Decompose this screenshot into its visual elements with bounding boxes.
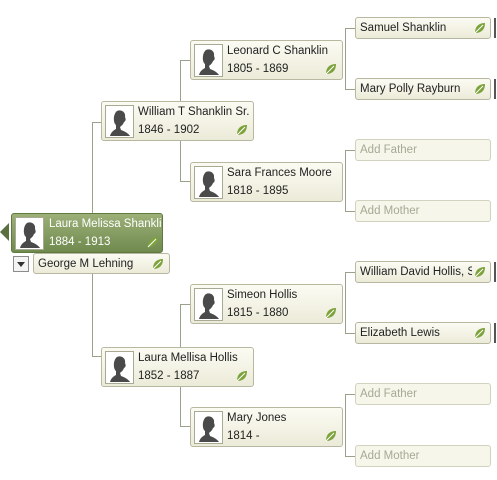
person-dates: 1805 - 1869 — [227, 63, 289, 75]
connector — [180, 181, 191, 182]
connector — [345, 394, 346, 457]
leaf-hint-icon[interactable] — [474, 83, 486, 95]
maternal-grandfather-card[interactable]: Simeon Hollis 1815 - 1880 — [190, 284, 343, 324]
person-dates: 1815 - 1880 — [227, 307, 289, 319]
connector — [345, 272, 355, 273]
silhouette-photo — [194, 411, 223, 444]
connector — [180, 426, 191, 427]
person-name: William David Hollis, Sr. — [360, 266, 472, 278]
person-dates: 1818 - 1895 — [227, 185, 289, 197]
silhouette-photo — [194, 288, 223, 321]
connector — [345, 272, 346, 334]
great-grandparent-card[interactable]: William David Hollis, Sr. — [355, 261, 491, 283]
spouse-name: George M Lehning — [38, 258, 134, 270]
leaf-hint-icon[interactable] — [325, 63, 337, 75]
add-mother-button[interactable]: Add Mother — [355, 445, 491, 467]
great-grandparent-card[interactable]: Mary Polly Rayburn — [355, 78, 491, 100]
paternal-grandfather-card[interactable]: Leonard C Shanklin 1805 - 1869 — [190, 40, 343, 80]
spouse-card[interactable]: George M Lehning — [33, 253, 170, 274]
person-name: Laura Mellisa Hollis — [138, 352, 238, 364]
connector — [92, 122, 102, 123]
connector — [345, 28, 346, 90]
connector — [345, 150, 355, 151]
connector — [345, 333, 355, 334]
person-name: Sara Frances Moore — [227, 167, 332, 179]
connector — [345, 28, 355, 29]
father-card[interactable]: William T Shanklin Sr. 1846 - 1902 — [101, 101, 254, 141]
add-father-button[interactable]: Add Father — [355, 139, 491, 161]
person-name: Simeon Hollis — [227, 289, 298, 301]
maternal-grandmother-card[interactable]: Mary Jones 1814 - — [190, 407, 343, 447]
add-father-label: Add Father — [360, 388, 417, 400]
connector — [345, 89, 355, 90]
silhouette-photo — [15, 217, 44, 250]
person-name: Mary Jones — [227, 412, 287, 424]
leaf-hint-icon[interactable] — [147, 236, 159, 248]
great-grandparent-card[interactable]: Elizabeth Lewis — [355, 322, 491, 344]
paternal-grandmother-card[interactable]: Sara Frances Moore 1818 - 1895 — [190, 162, 343, 202]
connector — [345, 150, 346, 212]
spouse-dropdown-button[interactable] — [13, 256, 29, 272]
leaf-hint-icon[interactable] — [325, 430, 337, 442]
leaf-hint-icon[interactable] — [474, 327, 486, 339]
ancestors-indicator — [494, 323, 496, 343]
person-dates: 1884 - 1913 — [49, 236, 111, 248]
connector — [345, 456, 355, 457]
person-dates: 1846 - 1902 — [138, 124, 200, 136]
person-dates: 1852 - 1887 — [138, 370, 200, 382]
silhouette-photo — [194, 166, 223, 199]
silhouette-photo — [105, 351, 134, 384]
connector — [345, 211, 355, 212]
leaf-hint-icon[interactable] — [236, 370, 248, 382]
connector — [180, 60, 191, 61]
person-name: Samuel Shanklin — [360, 22, 447, 34]
add-father-button[interactable]: Add Father — [355, 383, 491, 405]
person-name: Leonard C Shanklin — [227, 45, 329, 57]
leaf-hint-icon[interactable] — [474, 266, 486, 278]
leaf-hint-icon[interactable] — [152, 258, 164, 270]
add-mother-label: Add Mother — [360, 205, 420, 217]
connector — [92, 356, 102, 357]
silhouette-photo — [105, 105, 134, 138]
person-dates: 1814 - — [227, 430, 260, 442]
add-mother-label: Add Mother — [360, 450, 420, 462]
navigate-back-arrow-icon[interactable] — [0, 223, 10, 241]
chevron-down-icon — [17, 262, 25, 267]
ancestors-indicator — [494, 79, 496, 99]
ancestors-indicator — [494, 262, 496, 282]
add-father-label: Add Father — [360, 144, 417, 156]
person-name: Laura Melissa Shanklin — [49, 218, 162, 230]
person-name: Mary Polly Rayburn — [360, 83, 461, 95]
root-person-card[interactable]: Laura Melissa Shanklin 1884 - 1913 — [11, 213, 163, 253]
great-grandparent-card[interactable]: Samuel Shanklin — [355, 17, 491, 39]
leaf-hint-icon[interactable] — [325, 307, 337, 319]
person-name: William T Shanklin Sr. — [138, 106, 250, 118]
mother-card[interactable]: Laura Mellisa Hollis 1852 - 1887 — [101, 347, 254, 387]
leaf-hint-icon[interactable] — [474, 22, 486, 34]
leaf-hint-icon[interactable] — [236, 124, 248, 136]
person-name: Elizabeth Lewis — [360, 327, 440, 339]
connector — [345, 394, 355, 395]
silhouette-photo — [194, 44, 223, 77]
ancestors-indicator — [494, 18, 496, 38]
connector — [180, 304, 191, 305]
add-mother-button[interactable]: Add Mother — [355, 200, 491, 222]
